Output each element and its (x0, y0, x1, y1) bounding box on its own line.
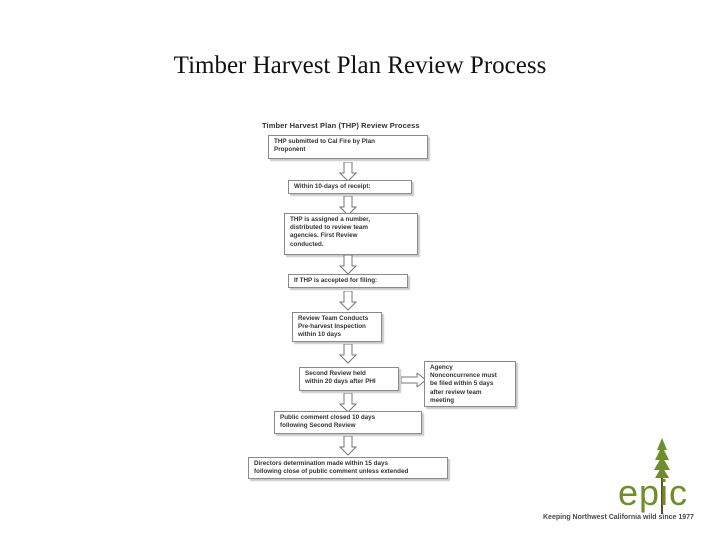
step-public-comment-closed: Public comment closed 10 days following … (274, 411, 422, 434)
down-arrow-icon (339, 162, 357, 182)
redwood-tree-icon (654, 438, 670, 514)
step-second-review: Second Review held within 20 days after … (299, 367, 399, 391)
down-arrow-icon (339, 344, 357, 364)
down-arrow-icon (339, 393, 357, 413)
down-arrow-icon (339, 291, 357, 311)
diagram-title: Timber Harvest Plan (THP) Review Process (262, 121, 420, 130)
step-pre-harvest-inspection: Review Team Conducts Pre-harvest Inspect… (292, 312, 382, 342)
step-first-review: THP is assigned a number, distributed to… (284, 213, 418, 255)
down-arrow-icon (339, 196, 357, 216)
down-arrow-icon (339, 255, 357, 275)
step-within-10-days: Within 10-days of receipt: (288, 180, 412, 194)
step-directors-determination: Directors determination made within 15 d… (248, 457, 448, 479)
slide-title: Timber Harvest Plan Review Process (173, 52, 547, 79)
epic-logo: epic (618, 472, 689, 513)
step-submitted: THP submitted to Cal Fire by Plan Propon… (268, 135, 428, 159)
logo-tagline: Keeping Northwest California wild since … (543, 514, 694, 521)
down-arrow-icon (339, 436, 357, 456)
step-accepted-for-filing: If THP is accepted for filing: (288, 274, 408, 288)
right-arrow-icon (401, 373, 427, 387)
side-note-nonconcurrence: Agency Nonconcurrence must be filed with… (424, 361, 516, 407)
